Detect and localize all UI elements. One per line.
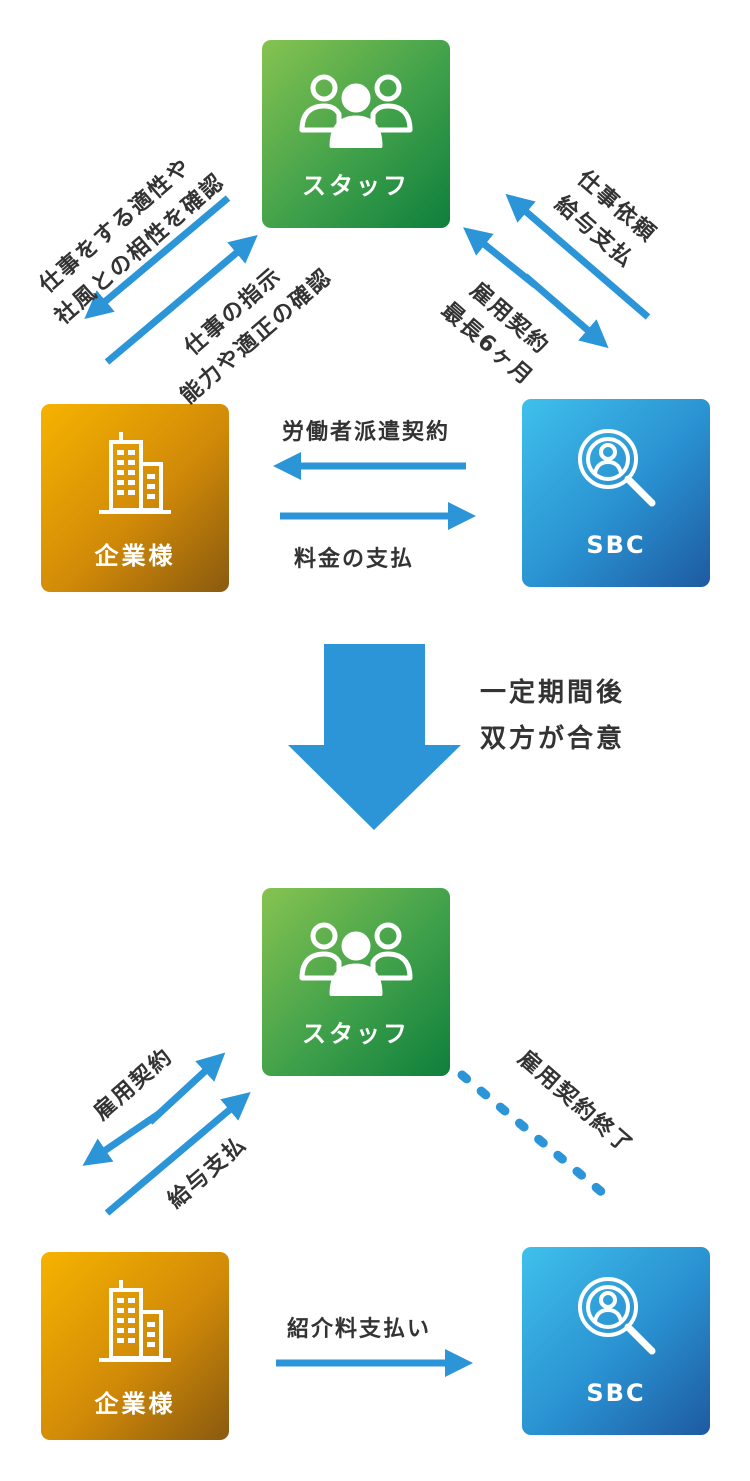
arrow-after-double	[147, 1052, 226, 1125]
label-bottom-horizontal: 料金の支払	[294, 547, 415, 572]
arrow-left-inner	[104, 234, 258, 365]
arrow-right-double	[522, 273, 609, 349]
staff-label: スタッフ	[302, 1020, 410, 1048]
label-top-horizontal: 労働者派遣契約	[282, 420, 451, 445]
arrow-right-double-start	[463, 227, 538, 288]
search-person-icon	[556, 423, 676, 511]
transition-text: 一定期間後 双方が合意	[480, 678, 626, 754]
search-person-icon	[556, 1271, 676, 1359]
label-after-horizontal: 紹介料支払い	[287, 1317, 432, 1342]
people-group-icon	[296, 70, 416, 148]
dotted-connector	[457, 1070, 615, 1204]
staff-label: スタッフ	[302, 172, 410, 200]
company-box-after: 企業様	[41, 1252, 229, 1440]
sbc-box-before: SBC	[522, 399, 710, 587]
building-icon	[75, 1276, 195, 1364]
sbc-box-after: SBC	[522, 1247, 710, 1435]
arrow-right-outer	[505, 193, 651, 320]
staff-box-after: スタッフ	[262, 888, 450, 1076]
arrow-after-inner	[104, 1091, 251, 1216]
sbc-label: SBC	[586, 531, 646, 559]
company-label: 企業様	[94, 1390, 176, 1418]
arrow-after-double-start	[82, 1110, 162, 1166]
sbc-label: SBC	[586, 1379, 646, 1407]
company-box-before: 企業様	[41, 404, 229, 592]
people-group-icon	[296, 918, 416, 996]
company-label: 企業様	[94, 542, 176, 570]
building-icon	[75, 428, 195, 516]
arrow-left-outer	[84, 195, 231, 320]
big-down-arrow	[288, 644, 461, 830]
staff-box-before: スタッフ	[262, 40, 450, 228]
